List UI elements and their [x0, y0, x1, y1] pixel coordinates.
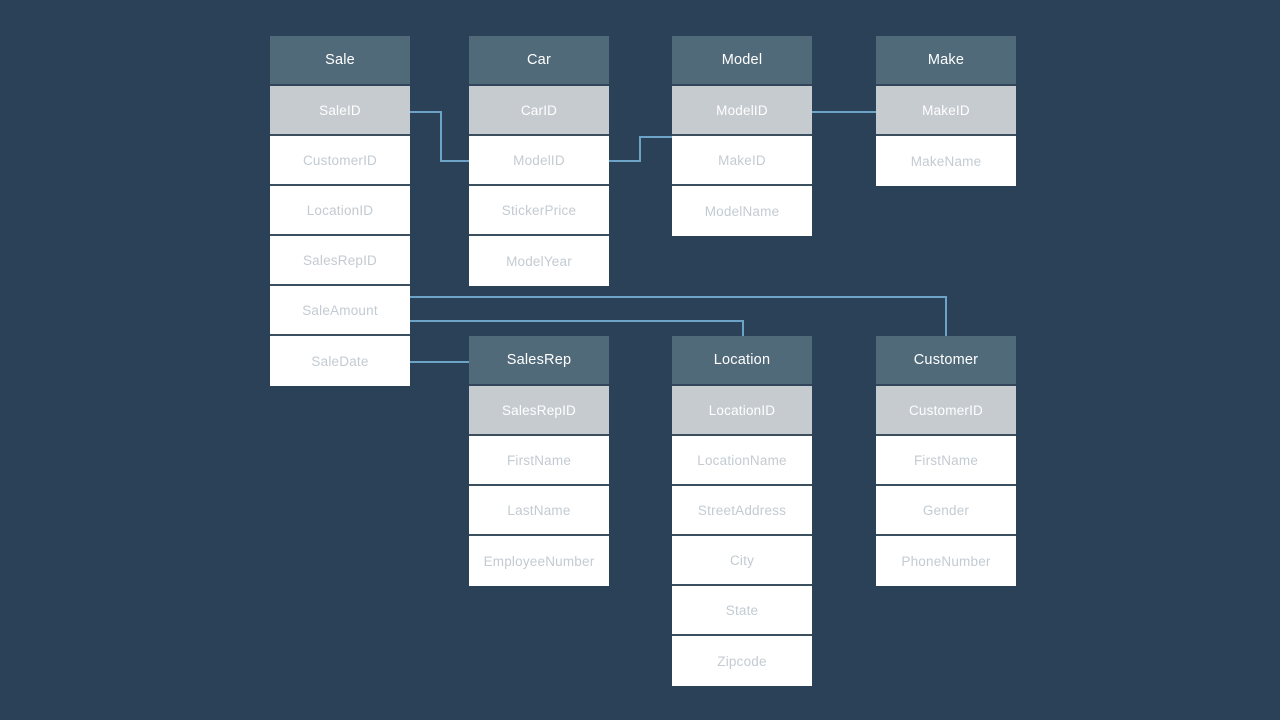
entity-field-sale-customerid[interactable]: CustomerID — [270, 136, 410, 186]
entity-field-location-state[interactable]: State — [672, 586, 812, 636]
entity-field-location-city[interactable]: City — [672, 536, 812, 586]
entity-header-sale: Sale — [270, 36, 410, 86]
entity-header-make: Make — [876, 36, 1016, 86]
entity-header-location: Location — [672, 336, 812, 386]
entity-field-salesrep-lastname[interactable]: LastName — [469, 486, 609, 536]
entity-field-car-carid[interactable]: CarID — [469, 86, 609, 136]
entity-field-location-locationname[interactable]: LocationName — [672, 436, 812, 486]
entity-field-make-makename[interactable]: MakeName — [876, 136, 1016, 186]
entity-field-sale-saleid[interactable]: SaleID — [270, 86, 410, 136]
relationship-connector-3 — [409, 296, 947, 339]
entity-field-car-modelid[interactable]: ModelID — [469, 136, 609, 186]
entity-field-customer-customerid[interactable]: CustomerID — [876, 386, 1016, 436]
entity-field-location-streetaddress[interactable]: StreetAddress — [672, 486, 812, 536]
entity-field-sale-locationid[interactable]: LocationID — [270, 186, 410, 236]
entity-header-salesrep: SalesRep — [469, 336, 609, 386]
relationship-connector-0 — [409, 111, 471, 162]
entity-header-model: Model — [672, 36, 812, 86]
entity-header-car: Car — [469, 36, 609, 86]
entity-field-sale-saleamount[interactable]: SaleAmount — [270, 286, 410, 336]
entity-field-car-stickerprice[interactable]: StickerPrice — [469, 186, 609, 236]
entity-field-customer-gender[interactable]: Gender — [876, 486, 1016, 536]
entity-field-make-makeid[interactable]: MakeID — [876, 86, 1016, 136]
entity-field-location-locationid[interactable]: LocationID — [672, 386, 812, 436]
entity-field-salesrep-salesrepid[interactable]: SalesRepID — [469, 386, 609, 436]
entity-field-location-zipcode[interactable]: Zipcode — [672, 636, 812, 686]
relationship-connector-1 — [608, 136, 673, 162]
entity-field-salesrep-firstname[interactable]: FirstName — [469, 436, 609, 486]
entity-field-salesrep-employeenumber[interactable]: EmployeeNumber — [469, 536, 609, 586]
entity-field-customer-firstname[interactable]: FirstName — [876, 436, 1016, 486]
entity-field-car-modelyear[interactable]: ModelYear — [469, 236, 609, 286]
entity-field-sale-salesrepid[interactable]: SalesRepID — [270, 236, 410, 286]
entity-header-customer: Customer — [876, 336, 1016, 386]
entity-field-sale-saledate[interactable]: SaleDate — [270, 336, 410, 386]
entity-field-customer-phonenumber[interactable]: PhoneNumber — [876, 536, 1016, 586]
entity-field-model-makeid[interactable]: MakeID — [672, 136, 812, 186]
entity-field-model-modelid[interactable]: ModelID — [672, 86, 812, 136]
entity-field-model-modelname[interactable]: ModelName — [672, 186, 812, 236]
